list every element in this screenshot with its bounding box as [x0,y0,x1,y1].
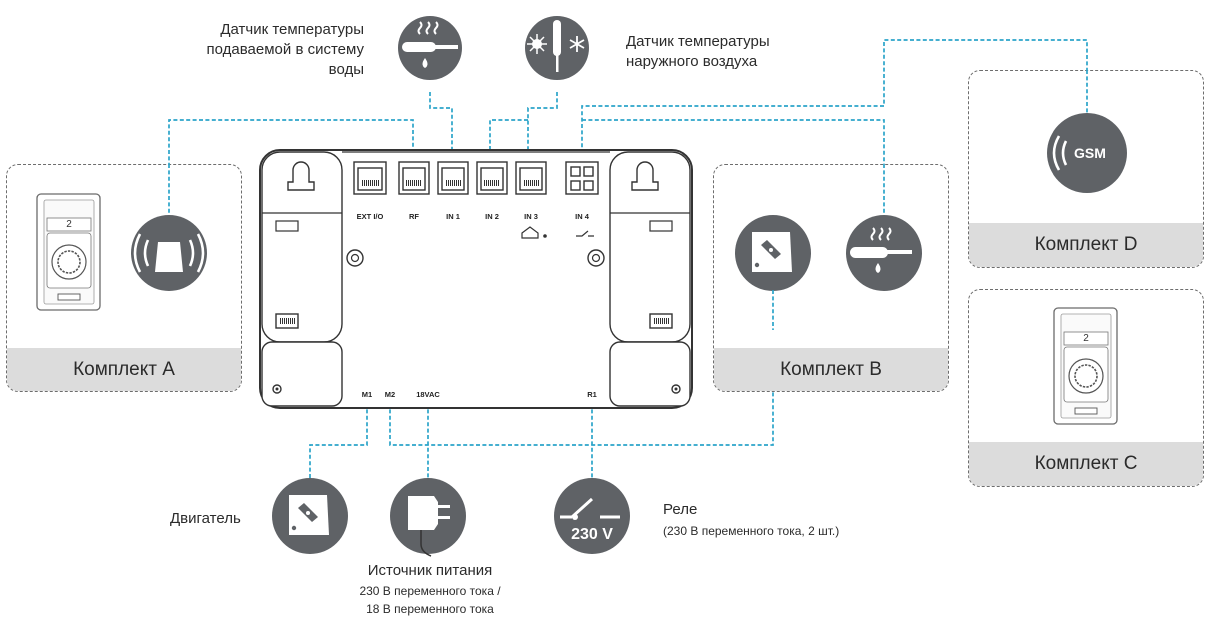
outdoor-sensor-line-1: Датчик температуры [626,33,770,50]
kit-b-box: Комплект B [713,164,949,392]
port-in1: IN 1 [446,212,460,221]
wire-in4-gsm [581,39,1088,160]
supply-sensor-label: Датчик температуры подаваемой в систему … [160,20,364,80]
kit-a-label: Комплект A [7,348,241,391]
wire-m2-motor-b [389,288,774,446]
power-title-label: Источник питания [367,562,493,579]
kit-d-box: Комплект D [968,70,1204,268]
power-sub-label: 230 В переменного тока / 18 В переменног… [330,582,530,618]
power-sub-line-2: 18 В переменного тока [366,602,494,616]
kit-a-box: Комплект A [6,164,242,392]
power-adapter-icon [390,478,466,557]
kit-c-box: Комплект C [968,289,1204,487]
supply-sensor-line-2: подаваемой в систему [206,41,364,58]
relay-title-label: Реле [663,501,698,518]
port-rf: RF [409,212,419,221]
kit-b-label: Комплект B [714,348,948,391]
port-in2: IN 2 [485,212,499,221]
port-in3: IN 3 [524,212,538,221]
outdoor-sensor-line-2: наружного воздуха [626,53,758,70]
kit-c-label: Комплект C [969,442,1203,486]
thermostat-c-display: 2 [1083,333,1089,344]
supply-temp-sensor-icon [398,16,462,80]
port-r1: R1 [587,390,597,399]
port-in4: IN 4 [575,212,589,221]
power-sub-line-1: 230 В переменного тока / [359,584,501,598]
motor-label: Двигатель [170,510,241,527]
outdoor-sensor-label: Датчик температуры наружного воздуха [626,32,770,72]
wire-in4-sensor-b [582,119,885,222]
wire-in1-supply-sensor [429,92,453,160]
wire-rf-kit-a [168,119,414,218]
port-ext-io: EXT I/O [356,212,384,221]
thermostat-a-display: 2 [66,219,72,230]
wiring [168,39,1088,480]
wire-in2-in3-outdoor [489,92,558,160]
voltage-text: 230 V [571,526,613,543]
rj-jacks [353,161,599,195]
port-m1: M1 [361,390,373,399]
kit-d-label: Комплект D [969,223,1203,267]
port-m2: M2 [384,390,396,399]
supply-sensor-line-3: воды [328,61,364,78]
relay-sub-label: (230 В переменного тока, 2 шт.) [663,524,840,538]
outdoor-temp-sensor-icon [525,16,589,80]
relay-icon [554,478,630,554]
controller-unit [259,149,693,409]
gsm-text: GSM [1074,145,1106,161]
port-18vac: 18VAC [416,390,440,399]
supply-sensor-line-1: Датчик температуры [220,21,364,38]
wire-m1-motor [309,403,368,480]
motor-icon [272,478,348,554]
